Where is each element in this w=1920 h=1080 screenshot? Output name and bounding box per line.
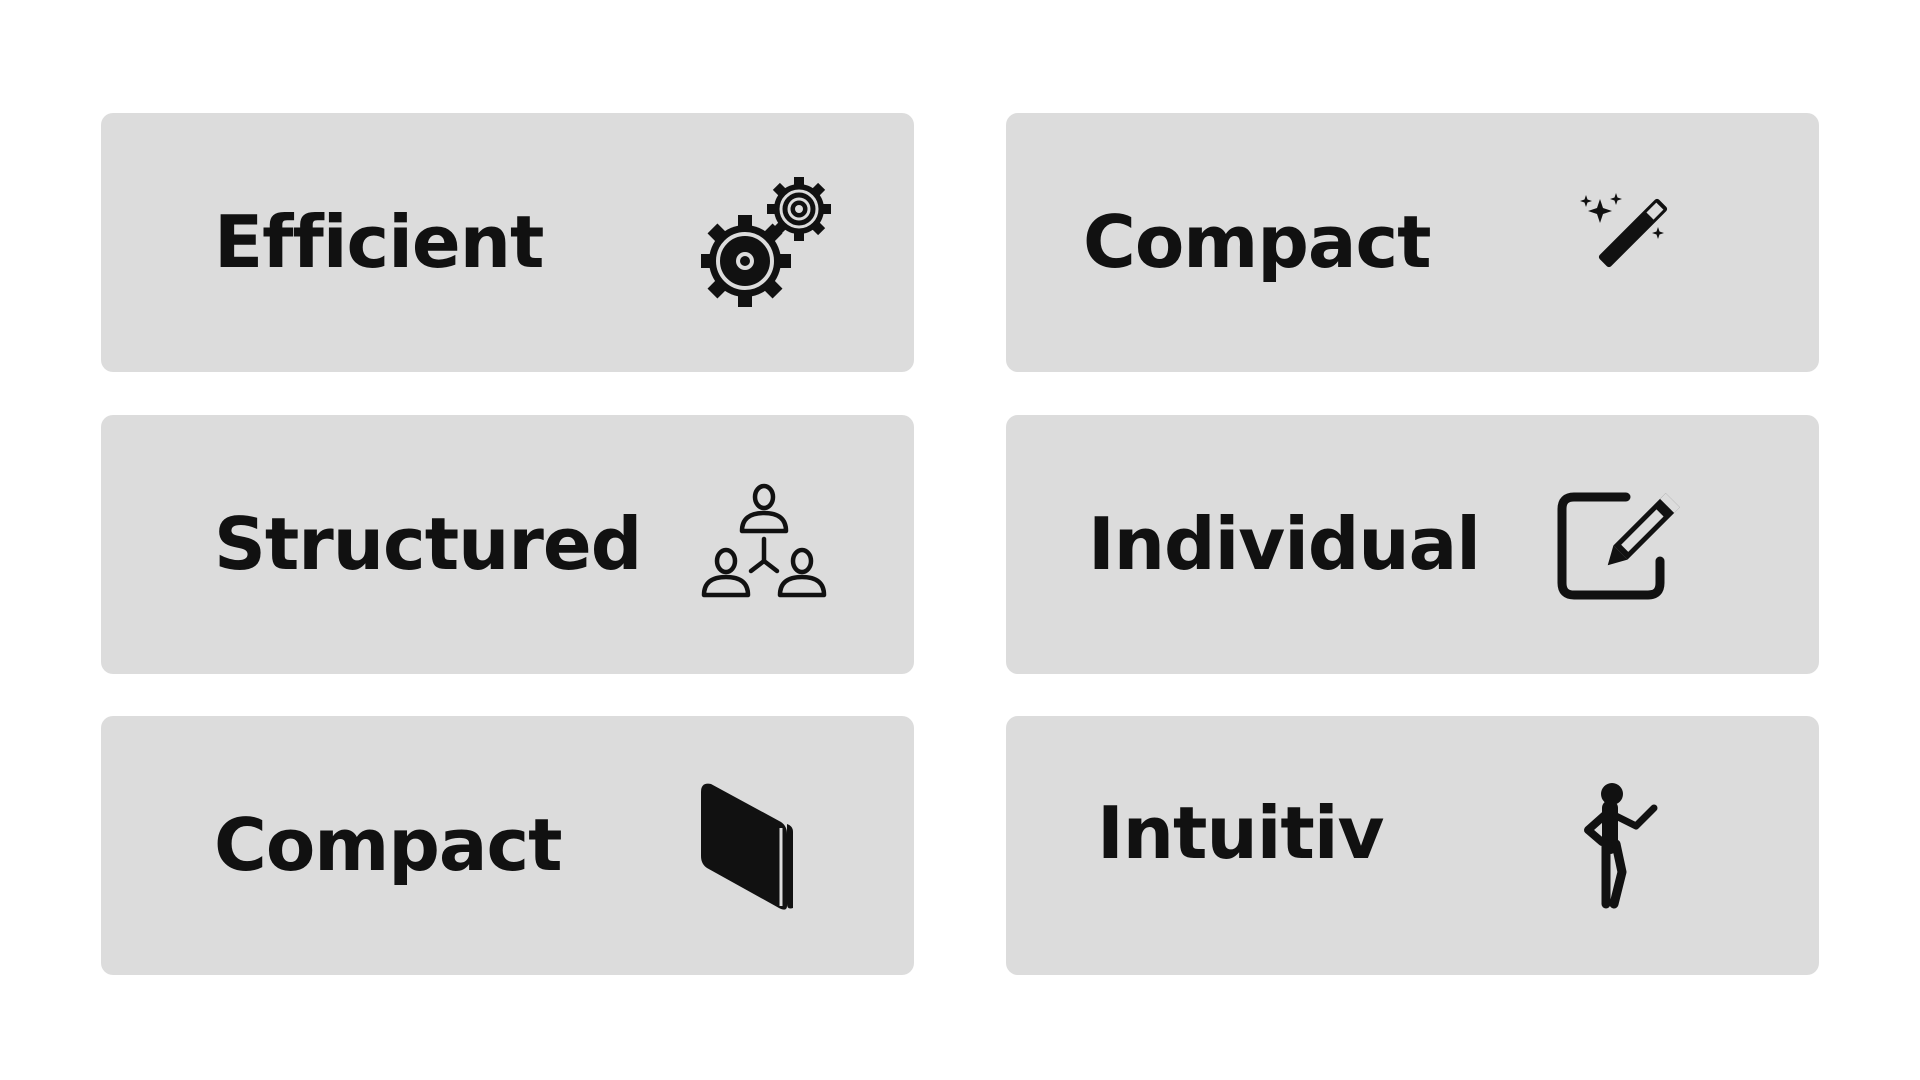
gears-icon [701,177,831,307]
feature-card-individual: Individual [1006,415,1819,674]
feature-label: Efficient [214,200,544,284]
feature-card-structured: Structured [101,415,914,674]
feature-card-compact-wand: Compact [1006,113,1819,372]
feature-label: Compact [214,803,563,887]
feature-card-compact-book: Compact [101,716,914,975]
org-structure-icon [701,481,827,607]
person-pointing-icon [1578,780,1662,912]
feature-label: Structured [214,502,642,586]
edit-pencil-icon [1556,491,1688,601]
feature-label: Individual [1088,502,1481,586]
feature-label: Intuitiv [1097,791,1384,875]
book-icon [697,778,797,912]
feature-card-intuitiv: Intuitiv [1006,716,1819,975]
feature-card-efficient: Efficient [101,113,914,372]
magic-wand-icon [1578,193,1668,283]
feature-label: Compact [1083,200,1432,284]
